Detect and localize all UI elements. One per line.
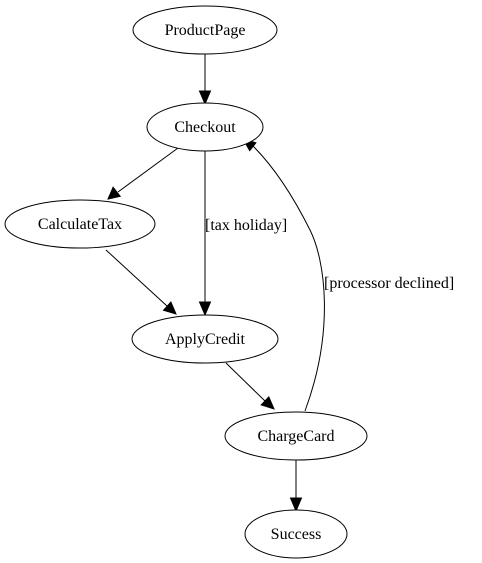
edge-product-page-to-checkout <box>198 54 212 106</box>
edge-apply-credit-to-charge-card <box>225 362 275 410</box>
node-calculate-tax: CalculateTax <box>4 199 156 249</box>
node-label: CalculateTax <box>38 216 122 233</box>
edge-label-tax-holiday: [tax holiday] <box>205 217 287 234</box>
node-label: ChargeCard <box>257 428 334 445</box>
edge-charge-card-to-success <box>289 460 303 513</box>
node-label: Checkout <box>174 119 236 136</box>
edge-calculate-tax-to-apply-credit <box>105 249 177 315</box>
node-checkout: Checkout <box>146 102 264 152</box>
node-charge-card: ChargeCard <box>224 411 368 461</box>
edge-checkout-to-calculate-tax <box>107 147 179 200</box>
edge-charge-card-to-checkout: [processor declined] <box>241 138 454 412</box>
node-label: ApplyCredit <box>165 331 246 348</box>
node-success: Success <box>244 509 348 559</box>
edge-checkout-to-apply-credit: [tax holiday] <box>198 151 287 317</box>
node-product-page: ProductPage <box>132 5 278 55</box>
edge-label-processor-declined: [processor declined] <box>324 275 454 292</box>
node-label: Success <box>271 526 322 543</box>
node-apply-credit: ApplyCredit <box>131 314 279 364</box>
node-label: ProductPage <box>165 22 246 39</box>
